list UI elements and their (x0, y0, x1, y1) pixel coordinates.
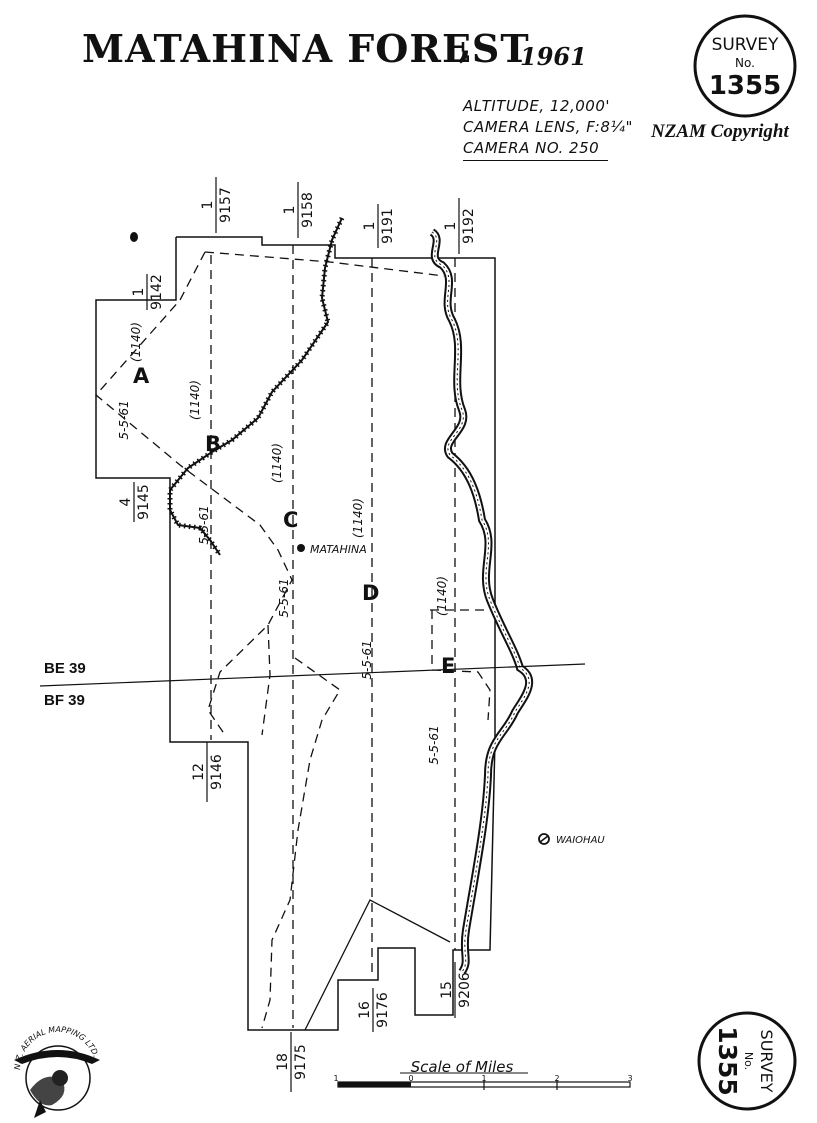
map-title: MATAHINA FOREST (82, 26, 530, 71)
grid-line (39, 663, 586, 687)
svg-text:16: 16 (357, 1001, 373, 1019)
camera-lens-text: CAMERA LENS, F:8¼" (463, 118, 633, 136)
flight-number-9158: 1 9158 (282, 182, 316, 238)
svg-text:9191: 9191 (380, 208, 396, 244)
svg-text:9175: 9175 (293, 1044, 309, 1080)
flight-annotations: (1140) 5-5-61 (1140) 5-5-61 (1140) 5-5-6… (117, 322, 449, 765)
svg-text:9145: 9145 (136, 484, 152, 520)
survey-stamp-no: No. (735, 56, 755, 70)
altitude-mark-b: (1140) (188, 380, 202, 420)
flight-boundary-top (204, 251, 445, 277)
flight-boundary-east-b (431, 610, 491, 721)
scale-tick-3: 2 (554, 1074, 559, 1083)
date-mark-d: 5-5-61 (360, 640, 374, 679)
river (429, 228, 534, 975)
svg-text:MATAHINA: MATAHINA (310, 543, 367, 556)
flight-boundary-west (95, 251, 293, 736)
survey-stamp-bottom-no: No. (742, 1052, 755, 1070)
svg-text:15: 15 (439, 981, 455, 999)
logo-text: N.Z. AERIAL MAPPING LTD. (13, 1025, 101, 1070)
flight-boundary-south-spur (261, 624, 271, 736)
run-label-c: C (283, 508, 298, 532)
flight-number-9146: 12 9146 (191, 742, 225, 802)
date-mark-c: 5-5-61 (277, 578, 291, 617)
boundary-diagonal (304, 899, 451, 1031)
svg-text:1: 1 (362, 222, 378, 231)
flight-number-9175: 18 9175 (275, 1032, 309, 1092)
survey-stamp-top: SURVEY No. 1355 (693, 14, 797, 118)
svg-text:18: 18 (275, 1053, 291, 1071)
svg-text:9206: 9206 (457, 972, 473, 1008)
flight-number-9191: 1 9191 (362, 204, 396, 248)
svg-text:1: 1 (282, 206, 298, 215)
flight-number-9157: 1 9157 (200, 177, 234, 233)
grid-label-upper: BE 39 (44, 660, 86, 677)
flight-numbers: 1 9142 1 9157 1 9158 1 9191 1 9192 4 914… (118, 177, 477, 1092)
svg-text:12: 12 (191, 763, 207, 781)
survey-stamp-bottom: SURVEY No. 1355 (697, 1011, 797, 1111)
run-label-a: A (133, 364, 150, 388)
altitude-mark-a: (1140) (129, 322, 143, 362)
svg-text:4: 4 (118, 497, 134, 506)
svg-text:WAIOHAU: WAIOHAU (556, 835, 605, 846)
flight-boundary-south (261, 657, 341, 1029)
run-label-b: B (205, 432, 221, 456)
svg-text:9157: 9157 (218, 187, 234, 223)
scale-tick-2: 1 (481, 1074, 486, 1083)
altitude-mark-e: (1140) (435, 576, 449, 616)
aerial-mapping-logo: N.Z. AERIAL MAPPING LTD. (13, 1025, 101, 1118)
scale-tick-0: 1 (333, 1074, 338, 1083)
svg-text:9158: 9158 (300, 192, 316, 228)
title-comma: , (458, 20, 472, 67)
svg-text:1: 1 (131, 288, 147, 297)
run-label-d: D (362, 581, 379, 605)
flight-number-9142: 1 9142 (131, 274, 165, 310)
svg-text:9142: 9142 (149, 274, 165, 310)
scale-bar: Scale of Miles 1 0 1 2 3 (333, 1058, 633, 1090)
map-title-text: MATAHINA FOREST (82, 26, 530, 71)
svg-text:9192: 9192 (461, 208, 477, 244)
place-waiohau: WAIOHAU (538, 833, 605, 846)
place-unnamed (130, 232, 138, 242)
survey-stamp-word: SURVEY (712, 35, 779, 55)
railway-ties (167, 216, 345, 557)
altitude-text: ALTITUDE, 12,000' (463, 97, 611, 115)
copyright-text: NZAM Copyright (651, 121, 789, 142)
date-mark-e: 5-5-61 (427, 725, 441, 764)
scale-title: Scale of Miles (411, 1058, 514, 1076)
date-mark-a: 5-5-61 (117, 400, 131, 439)
scale-tick-4: 3 (627, 1074, 632, 1083)
date-mark-b: 5-5-61 (197, 505, 211, 544)
svg-text:9146: 9146 (209, 754, 225, 790)
svg-text:1: 1 (200, 201, 216, 210)
survey-stamp-number: 1355 (709, 71, 781, 101)
flight-number-9192: 1 9192 (443, 198, 477, 254)
grid-label-lower: BF 39 (44, 692, 85, 709)
svg-text:1: 1 (443, 222, 459, 231)
survey-stamp-bottom-word: SURVEY (757, 1030, 776, 1093)
place-matahina: MATAHINA (297, 543, 367, 556)
scale-tick-1: 0 (408, 1074, 413, 1083)
flight-lines (95, 245, 495, 1029)
altitude-mark-d: (1140) (351, 498, 365, 538)
map-year: 1961 (520, 42, 587, 71)
survey-stamp-bottom-number: 1355 (713, 1026, 742, 1096)
altitude-mark-c: (1140) (270, 443, 284, 483)
flight-number-9206: 15 9206 (439, 962, 473, 1018)
run-label-e: E (441, 654, 455, 678)
flight-number-9176: 16 9176 (357, 988, 391, 1032)
survey-boundary (95, 236, 496, 1031)
flight-number-9145: 4 9145 (118, 482, 152, 522)
svg-text:9176: 9176 (375, 992, 391, 1028)
camera-no-text: CAMERA NO. 250 (463, 139, 608, 161)
